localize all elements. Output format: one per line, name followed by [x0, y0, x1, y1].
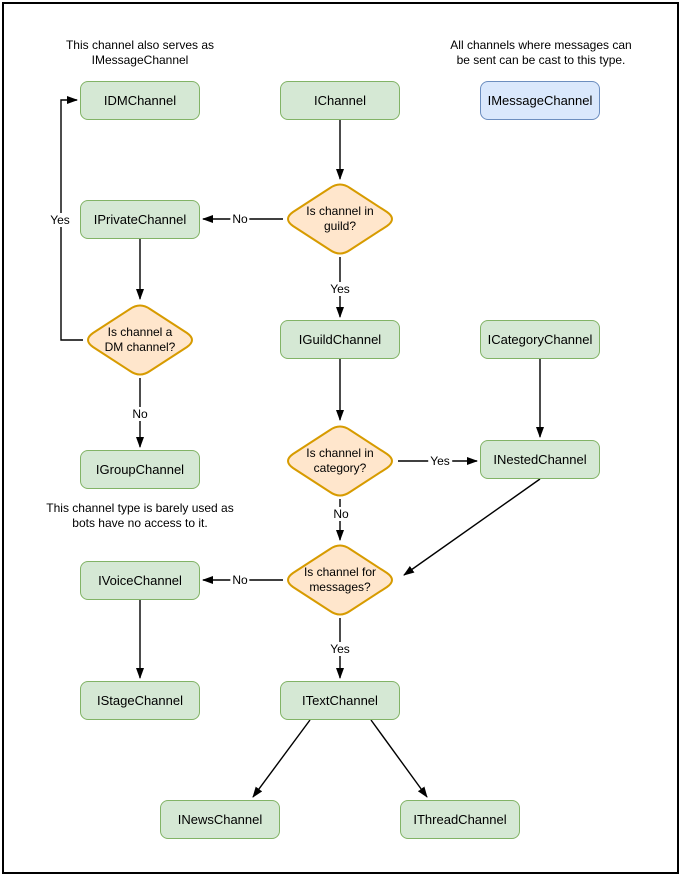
- node-icategorychannel: ICategoryChannel: [480, 320, 600, 359]
- node-iguildchannel: IGuildChannel: [280, 320, 400, 359]
- decision-label-is-channel-in-guild: Is channel in guild?: [306, 204, 374, 233]
- decision-label-is-channel-in-category: Is channel in category?: [306, 446, 374, 475]
- node-iprivatechannel: IPrivateChannel: [80, 200, 200, 239]
- decision-label-is-channel-a-dm: Is channel a DM channel?: [104, 325, 176, 354]
- node-ichannel: IChannel: [280, 81, 400, 120]
- note-message-channel: All channels where messages can be sent …: [450, 38, 632, 67]
- edge-label-category-no: No: [331, 507, 351, 521]
- edge-label-guild-no: No: [230, 212, 250, 226]
- decision-shape-is-channel-in-category: [287, 425, 393, 497]
- decision-shape-is-channel-a-dm: [87, 304, 193, 376]
- node-ivoicechannel: IVoiceChannel: [80, 561, 200, 600]
- edge-label-dm-yes: Yes: [48, 213, 72, 227]
- edge-label-messages-yes: Yes: [328, 642, 352, 656]
- edge-label-dm-no: No: [130, 407, 150, 421]
- edge-label-messages-no: No: [230, 573, 250, 587]
- node-istagechannel: IStageChannel: [80, 681, 200, 720]
- node-itextchannel: ITextChannel: [280, 681, 400, 720]
- node-inewschannel: INewsChannel: [160, 800, 280, 839]
- arrow-inested-to-messages-decision: [403, 478, 541, 576]
- note-dm-channel: This channel also serves as IMessageChan…: [65, 38, 215, 67]
- note-group-channel: This channel type is barely used as bots…: [46, 501, 234, 530]
- node-ithreadchannel: IThreadChannel: [400, 800, 520, 839]
- node-idmchannel: IDMChannel: [80, 81, 200, 120]
- arrow-itext-to-inews: [252, 719, 311, 798]
- node-inestedchannel: INestedChannel: [480, 440, 600, 479]
- decision-shape-is-channel-for-messages: [287, 544, 393, 616]
- decision-label-is-channel-for-messages: Is channel for messages?: [303, 565, 377, 594]
- decision-shape-is-channel-in-guild: [287, 183, 393, 255]
- node-imessagechannel: IMessageChannel: [480, 81, 600, 120]
- edge-label-category-yes: Yes: [428, 454, 452, 468]
- node-igroupchannel: IGroupChannel: [80, 450, 200, 489]
- arrow-itext-to-ithread: [370, 719, 428, 798]
- edge-label-guild-yes: Yes: [328, 282, 352, 296]
